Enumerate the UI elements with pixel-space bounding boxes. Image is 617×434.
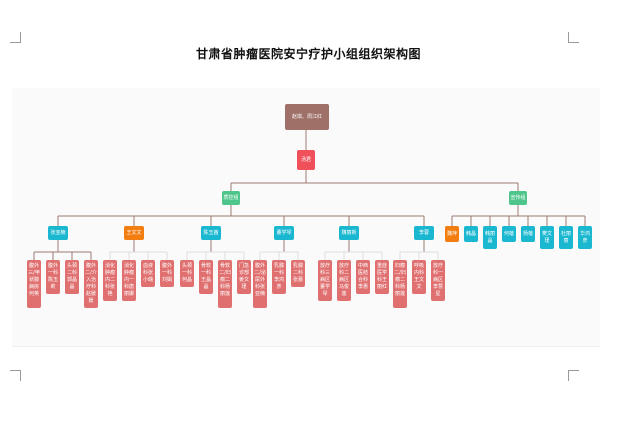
leaf-node: 头颈一科何晶 xyxy=(180,260,194,287)
leaf-node: 乳腺一科李鸿彦 xyxy=(272,260,286,294)
member-node: 杨蓓 xyxy=(521,226,535,242)
member-node: 张亚楠 xyxy=(48,226,68,240)
leaf-node: 放疗科三病区董学琴 xyxy=(318,260,332,301)
member-node: 李蓉 xyxy=(414,226,434,240)
leaf-node: 骨软二/妇瘤二科杨丽莲 xyxy=(218,260,232,308)
group-node: 质控组 xyxy=(222,191,240,205)
root-node: 赵琪、周江红 xyxy=(285,104,329,130)
leaf-node: 消化肿瘤内二科张艳 xyxy=(103,260,117,301)
corner-mark xyxy=(10,370,21,381)
leaf-node: 腹外一科陈玉莉 xyxy=(46,260,60,294)
leaf-node: 血液科张小璐 xyxy=(141,260,155,287)
member-node: 陈玉茜 xyxy=(201,226,221,240)
leaf-node: 乳腺二科张蕾 xyxy=(291,260,305,287)
member-node: 樊文瑾 xyxy=(540,226,554,249)
member-node: 华鸿彦 xyxy=(578,226,592,249)
leaf-node: 腹外二/泌尿外科张亚楠 xyxy=(253,260,267,308)
leaf-node: 呼吸内科王文文 xyxy=(412,260,426,294)
org-chart-connectors xyxy=(33,130,586,260)
member-node: 王文文 xyxy=(124,226,144,240)
member-node: 韩晶 xyxy=(464,226,478,242)
member-node: 韩丽晶 xyxy=(483,226,497,249)
member-node: 董学琴 xyxy=(274,226,294,240)
leaf-node: 妇瘤二/妇瘤二科杨丽莲 xyxy=(393,260,407,308)
leaf-node: 放疗科一病区李慧星 xyxy=(431,260,445,301)
leaf-node: 重症医学科王丽红 xyxy=(375,260,389,294)
corner-mark xyxy=(568,370,579,381)
leaf-node: 中西医结合科李惠 xyxy=(356,260,370,294)
leaf-node: 腹外三/甲状腺病房何英 xyxy=(27,260,41,308)
member-node: 杜丽丽 xyxy=(559,226,573,249)
leader-node: 汤君 xyxy=(297,150,315,170)
leaf-node: 头颈二科郭晶晶 xyxy=(65,260,79,294)
corner-mark xyxy=(568,32,579,43)
member-node: 魏萍 xyxy=(445,226,459,242)
member-node: 魏丽新 xyxy=(339,226,359,240)
leaf-node: 腹外二/介入治疗科赵媛媛 xyxy=(84,260,98,308)
leaf-node: 骨软一科王晶晶 xyxy=(199,260,213,294)
org-chart: 赵琪、周江红汤君质控组张亚楠腹外三/甲状腺病房何英腹外一科陈玉莉头颈二科郭晶晶腹… xyxy=(12,88,600,347)
leaf-node: 门急诊部姜文瑾 xyxy=(237,260,251,294)
leaf-node: 放疗科二病区马俊莲 xyxy=(337,260,351,301)
member-node: 何蓓 xyxy=(502,226,516,242)
leaf-node: 腹外一科刘娟 xyxy=(160,260,174,287)
corner-mark xyxy=(10,32,21,43)
group-node: 宣传组 xyxy=(509,191,527,205)
leaf-node: 消化肿瘤内一科唐丽娜 xyxy=(122,260,136,301)
document-title: 甘肃省肿瘤医院安宁疗护小组组织架构图 xyxy=(195,47,421,61)
